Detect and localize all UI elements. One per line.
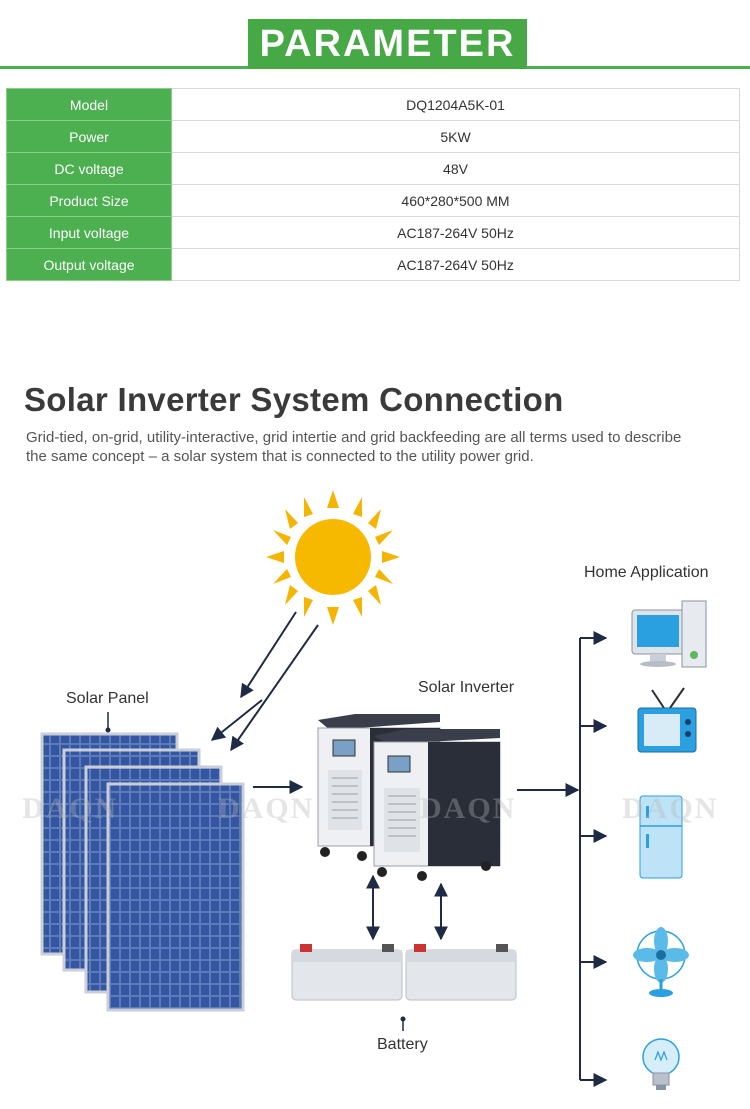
watermark-3: DAQN: [420, 792, 517, 825]
section-title: Solar Inverter System Connection: [24, 381, 564, 418]
parameter-header: PARAMETER: [0, 0, 750, 72]
refrigerator-icon: [639, 795, 683, 879]
table-row: Output voltage AC187-264V 50Hz: [6, 248, 740, 281]
battery-icon: [291, 944, 517, 1001]
param-value: 460*280*500 MM: [171, 184, 740, 217]
table-row: DC voltage 48V: [6, 152, 740, 185]
param-value: 5KW: [171, 120, 740, 153]
light-bulb-icon: [642, 1038, 680, 1090]
battery-label: Battery: [377, 1036, 428, 1053]
param-label: DC voltage: [6, 152, 172, 185]
appliance-bus: [579, 631, 608, 1087]
sunlight-arrows: [210, 611, 319, 752]
parameter-table: Model DQ1204A5K-01 Power 5KW DC voltage …: [6, 88, 740, 281]
home-application-label: Home Application: [584, 564, 709, 581]
sun-icon: [266, 490, 400, 625]
watermark-2: DAQN: [218, 792, 315, 825]
param-value: 48V: [171, 152, 740, 185]
solar-inverter-label: Solar Inverter: [418, 679, 515, 696]
param-label: Input voltage: [6, 216, 172, 249]
param-value: AC187-264V 50Hz: [171, 216, 740, 249]
param-value: DQ1204A5K-01: [171, 88, 740, 121]
tv-icon: [637, 687, 697, 753]
param-value: AC187-264V 50Hz: [171, 248, 740, 281]
table-row: Product Size 460*280*500 MM: [6, 184, 740, 217]
inverter-icon: [317, 714, 501, 881]
table-row: Input voltage AC187-264V 50Hz: [6, 216, 740, 249]
param-label: Output voltage: [6, 248, 172, 281]
section-description: Grid-tied, on-grid, utility-interactive,…: [26, 429, 682, 465]
computer-icon: [631, 600, 707, 668]
table-row: Power 5KW: [6, 120, 740, 153]
parameter-title: PARAMETER: [248, 19, 527, 69]
fan-icon: [633, 927, 689, 997]
watermark-4: DAQN: [622, 792, 719, 825]
table-row: Model DQ1204A5K-01: [6, 88, 740, 121]
watermark-1: DAQN: [22, 792, 119, 825]
param-label: Power: [6, 120, 172, 153]
solar-panel-label: Solar Panel: [66, 690, 149, 707]
solar-panels: [40, 732, 245, 1012]
